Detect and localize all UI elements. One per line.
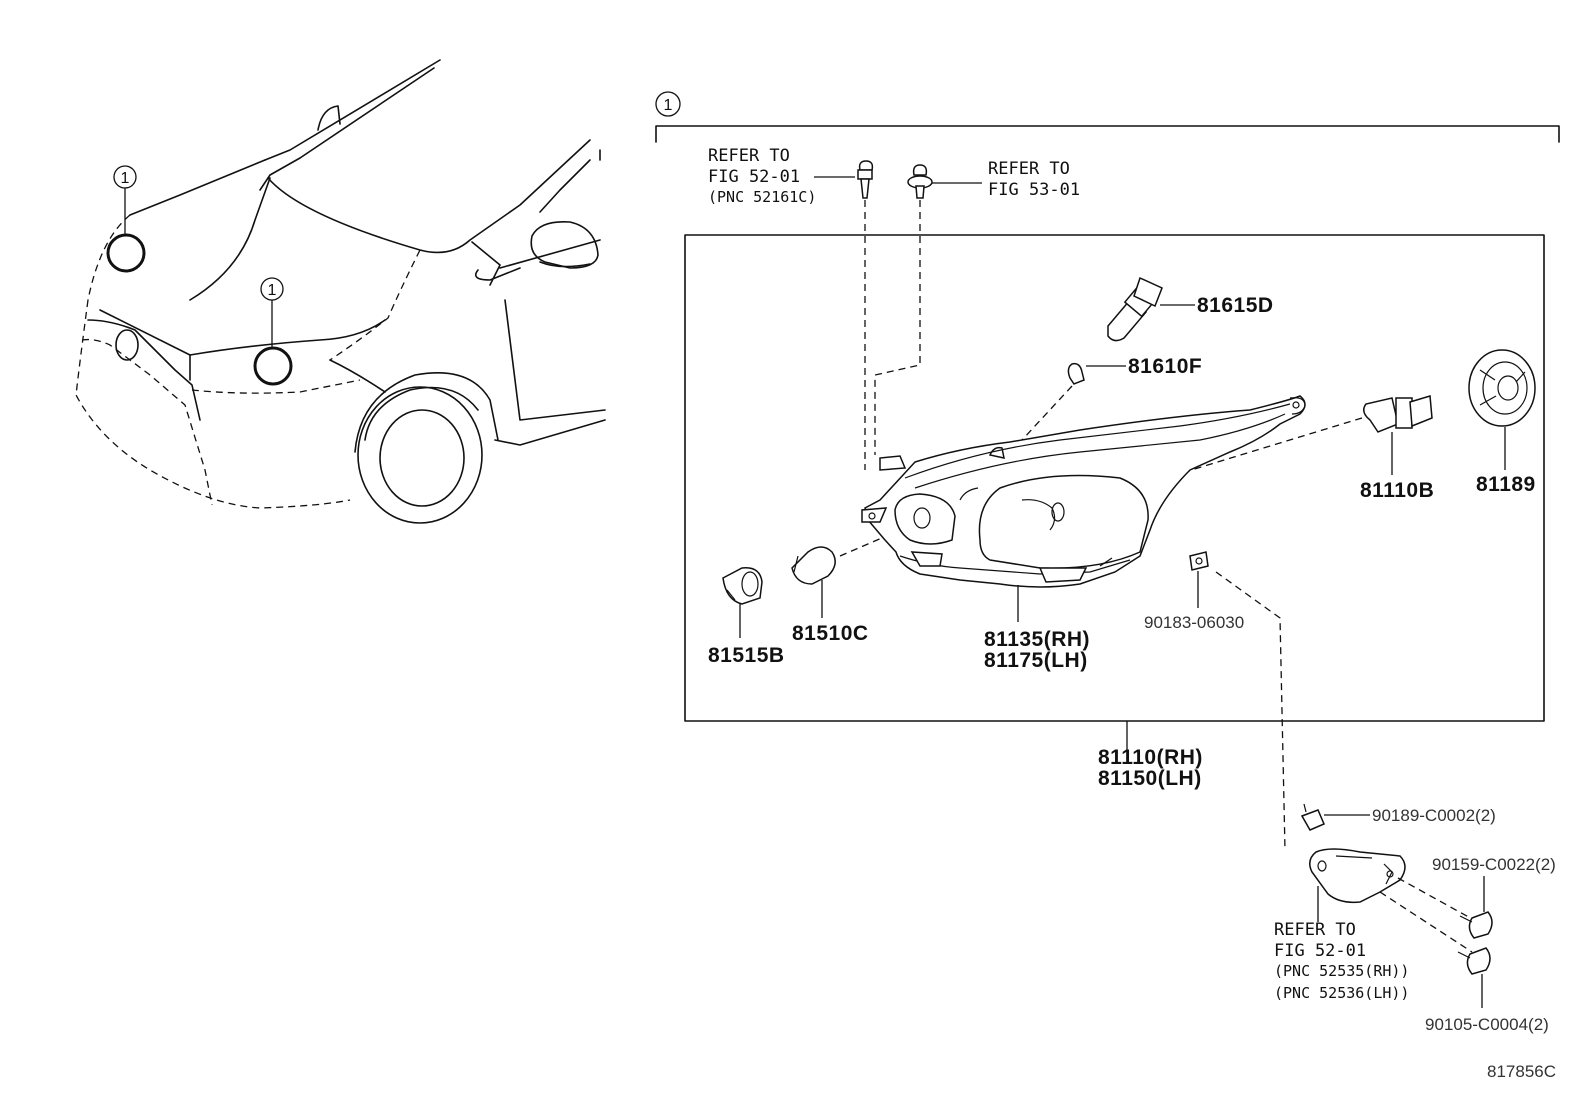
ref-fig53-line2: FIG 53-01: [988, 180, 1080, 200]
socket-81515B: [722, 567, 763, 605]
label-90189-C0002: 90189-C0002(2): [1372, 806, 1496, 825]
label-81110B: 81110B: [1360, 479, 1434, 502]
headlamp-location-marker-left: [106, 233, 146, 273]
ref-fig52-pnc: (PNC 52161C): [708, 188, 816, 206]
figure-code: 817856C: [1487, 1062, 1556, 1081]
headlamp-assembly-box: [684, 234, 1545, 722]
callout-number-1b: 1: [268, 282, 277, 299]
label-81189: 81189: [1476, 473, 1536, 496]
label-81610F: 81610F: [1128, 355, 1202, 378]
bolt-90105: [1457, 947, 1491, 975]
label-81510C: 81510C: [792, 622, 869, 645]
cap-81189: [1468, 349, 1536, 427]
ref-fig52-line2: FIG 52-01: [708, 167, 800, 187]
bulb-81610F: [1067, 362, 1085, 385]
label-90159-C0022: 90159-C0022(2): [1432, 855, 1556, 874]
headlamp-location-marker-right: [253, 346, 293, 386]
bulb-81615D: [1107, 276, 1163, 342]
label-81175-lh: 81175(LH): [984, 649, 1088, 672]
headlamp-housing: [861, 395, 1306, 588]
label-90183-06030: 90183-06030: [1144, 613, 1244, 632]
label-81615D: 81615D: [1197, 294, 1274, 317]
mounting-bracket: [1309, 848, 1406, 904]
nut-90183: [1189, 551, 1209, 571]
ref-bracket-line2: FIG 52-01: [1274, 941, 1366, 961]
label-81150-lh: 81150(LH): [1098, 767, 1202, 790]
ref-bracket-line1: REFER TO: [1274, 920, 1356, 940]
assembly-bracket: 1: [655, 91, 1560, 143]
bulb-81510C: [791, 546, 836, 585]
ref-fig53-line1: REFER TO: [988, 159, 1070, 179]
label-81110-rh: 81110(RH): [1098, 746, 1203, 769]
ref-bracket-pnc-rh: (PNC 52535(RH)): [1274, 962, 1409, 980]
label-81515B: 81515B: [708, 644, 785, 667]
car-front-illustration: 1 1: [75, 59, 606, 524]
ref-fig52-line1: REFER TO: [708, 146, 790, 166]
top-references: REFER TO FIG 52-01 (PNC 52161C) REFER TO…: [708, 146, 1080, 470]
bulb-81110B: [1363, 395, 1433, 433]
clip-icon-right: [907, 164, 933, 199]
callout-circle-1b: [260, 277, 284, 301]
label-90105-C0004: 90105-C0004(2): [1425, 1015, 1549, 1034]
ref-bracket-pnc-lh: (PNC 52536(LH)): [1274, 984, 1409, 1002]
callout-circle-1a: [113, 165, 137, 189]
label-81135-rh: 81135(RH): [984, 628, 1090, 651]
clip-90189: [1300, 803, 1325, 831]
callout-number-1a: 1: [121, 170, 130, 187]
bolt-90159: [1459, 911, 1493, 939]
callout-number-assembly: 1: [664, 97, 673, 114]
clip-icon-left: [857, 160, 874, 199]
